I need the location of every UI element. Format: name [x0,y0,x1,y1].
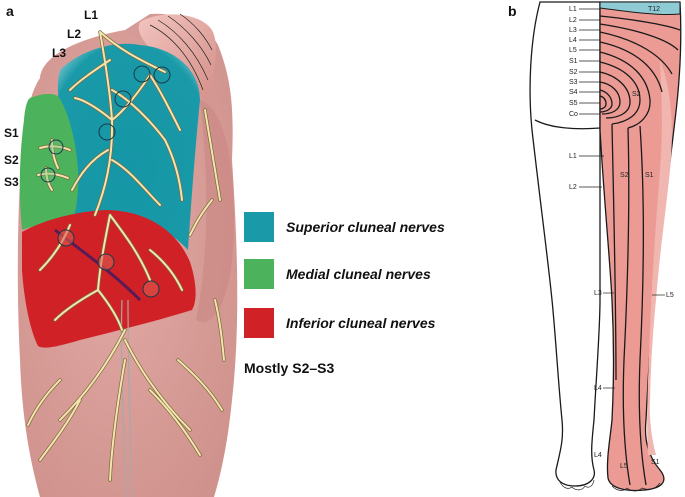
dermatome-label-thigh-s2: S2 [620,172,629,179]
dermatome-label-thigh-l1: L1 [569,153,577,160]
dermatome-label-foot-s1: S1 [651,459,660,466]
dermatome-label-s5: S5 [569,100,578,107]
dermatome-label-s1: S1 [569,58,578,65]
nerve-branches [26,30,226,482]
legend-label-medial: Medial cluneal nerves [286,266,431,282]
dermatome-label-t12: T12 [648,6,660,13]
dermatome-label-co: Co [569,111,578,118]
level-label-l2: L2 [67,27,81,41]
mostly-s2-s3-note: Mostly S2–S3 [244,360,334,376]
dermatome-label-foot-l4: L4 [594,452,602,459]
panel-a: a L1 L2 L3 S1 S2 S3 Superior cluneal ner… [4,3,445,497]
dermatome-label-knee-l3: L3 [594,290,602,297]
legend-label-inferior: Inferior cluneal nerves [286,315,436,331]
panel-b: b T12 L [508,1,682,492]
dermatome-label-knee-l5: L5 [666,292,674,299]
level-label-l1: L1 [84,8,98,22]
entrapment-circle [98,123,116,141]
buttock-shading [196,100,235,322]
dermatome-label-l5: L5 [569,47,577,54]
legend-label-superior: Superior cluneal nerves [286,219,445,235]
entrapment-circle [133,65,151,83]
panel-letter-a: a [6,3,14,19]
lateral-dermatome-strip [647,60,672,455]
entrapment-sites [40,65,171,298]
level-label-s2: S2 [4,153,19,167]
entrapment-circle [142,280,160,298]
legend-swatch-medial [244,259,274,289]
muscle-bundle [138,14,216,100]
superior-cluneal-region [57,43,201,250]
legend-swatch-superior [244,212,274,242]
dermatome-label-s2: S2 [569,69,578,76]
entrapment-circle [153,66,171,84]
dermatome-label-s4: S4 [569,89,578,96]
dermatome-label-foot-l5: L5 [620,463,628,470]
level-label-s1: S1 [4,126,19,140]
entrapment-circle [97,253,115,271]
panel-letter-b: b [508,3,517,19]
dermatome-label-thigh-l2: L2 [569,184,577,191]
legend: Superior cluneal nerves Medial cluneal n… [244,212,445,338]
left-leg-outline [529,1,601,487]
left-leg-curve [534,119,601,130]
t12-band [599,1,681,16]
dermatome-label-l4: L4 [569,37,577,44]
midline [120,299,133,497]
dermatome-label-shin-l4: L4 [594,385,602,392]
medial-cluneal-region [19,93,79,230]
legend-swatch-inferior [244,308,274,338]
level-label-s3: S3 [4,175,19,189]
leg-dermatome-lines [611,123,647,486]
dermatome-label-thigh-s1: S1 [645,172,654,179]
dermatome-label-l3: L3 [569,27,577,34]
entrapment-circle [40,167,56,183]
level-labels-column: L1 L2 L3 L4 L5 S1 S2 S3 S4 S5 Co [569,6,600,118]
level-label-l3: L3 [52,46,66,60]
entrapment-circle [48,139,64,155]
left-foot-toes [559,479,595,491]
label-ticks [579,8,600,115]
right-foot-toes [611,482,661,492]
dermatome-label-l1: L1 [569,6,577,13]
dermatome-label-buttock-s2: S2 [632,91,641,98]
entrapment-circle [114,90,132,108]
muscle-fibers [149,13,213,91]
dermatome-label-l2: L2 [569,17,577,24]
buttock-dermatome-lines [599,15,681,129]
dermatome-label-s3: S3 [569,79,578,86]
entrapment-circle [57,229,75,247]
